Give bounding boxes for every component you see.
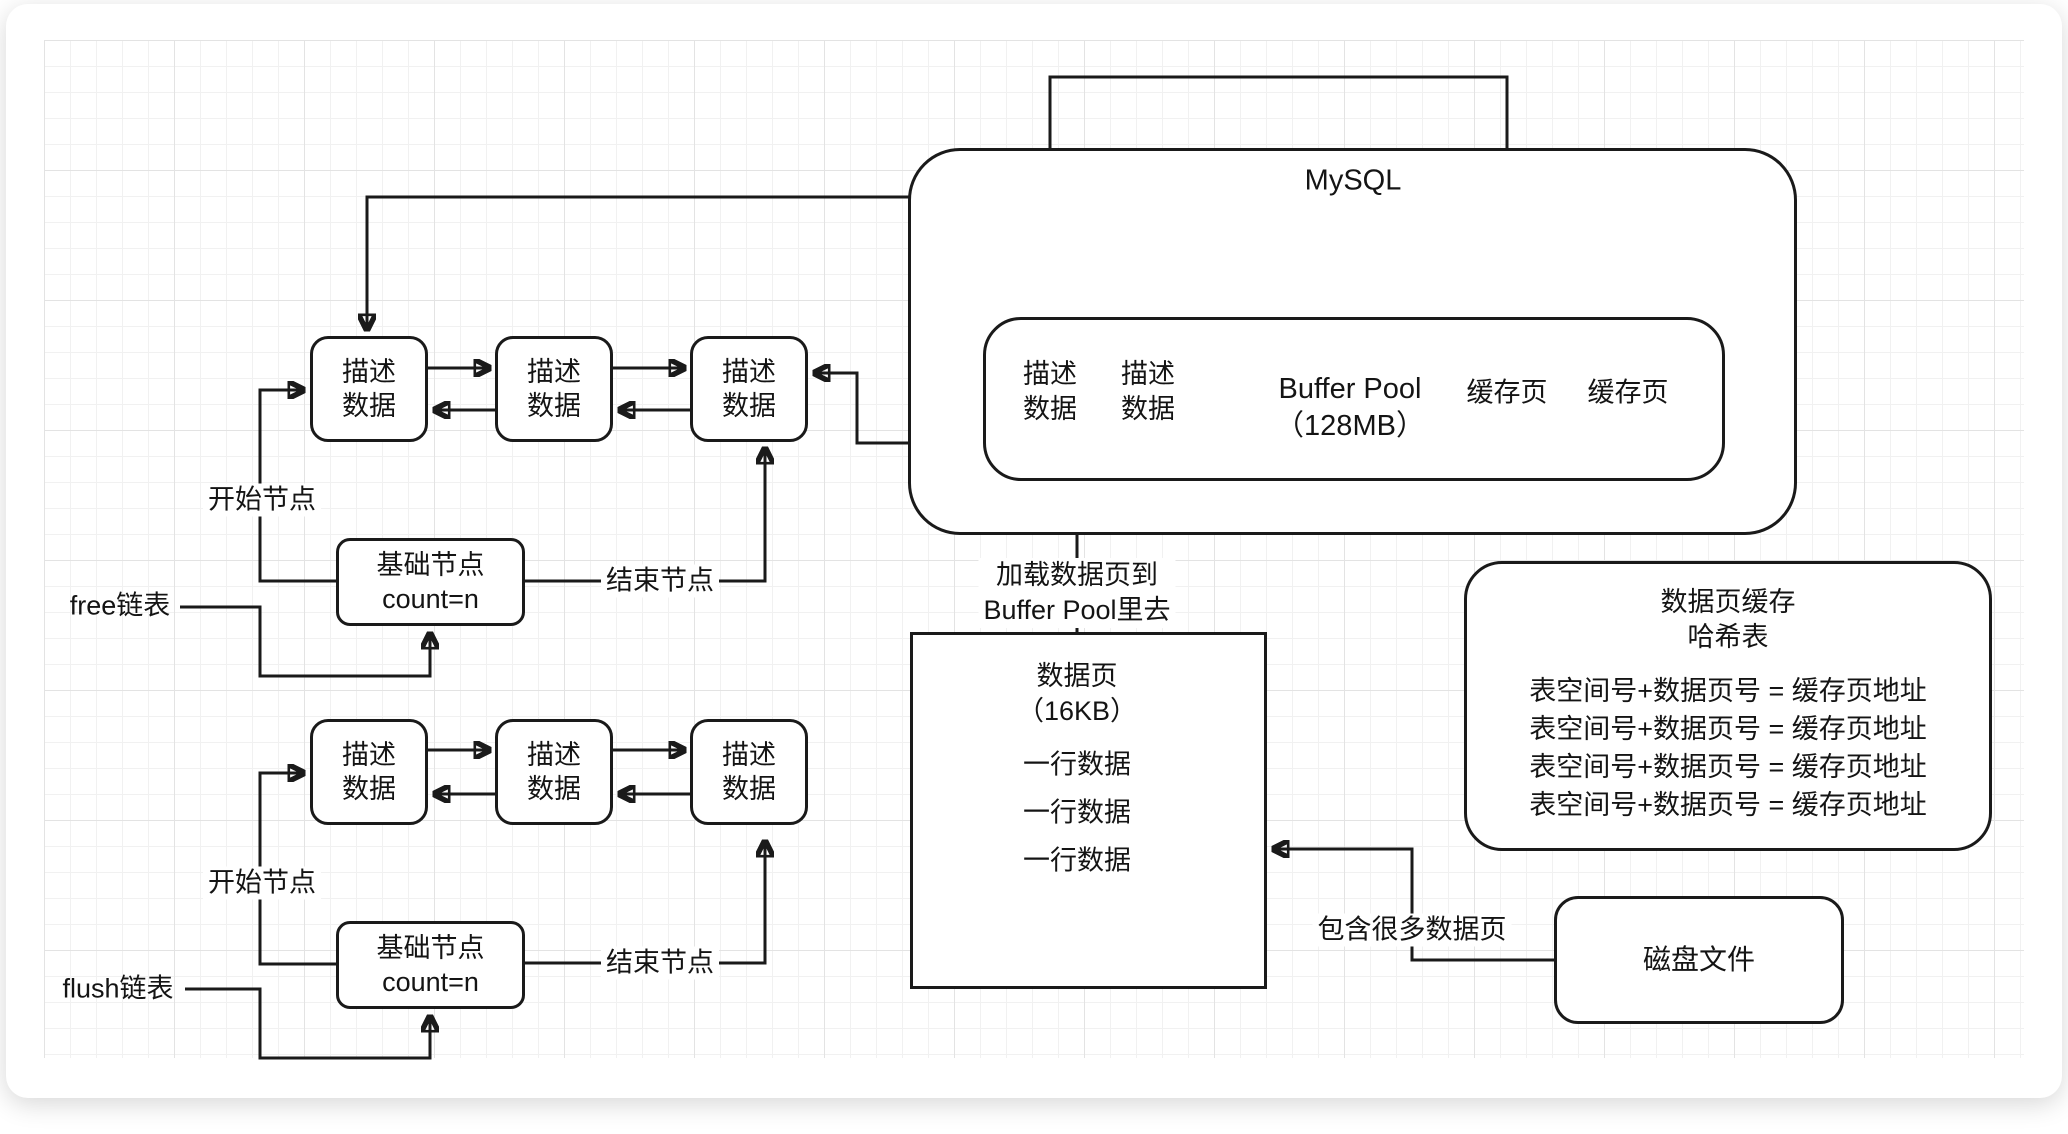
- bp-desc-node-1-line1: 描述: [1023, 359, 1077, 389]
- flush-base-node-line2: count=n: [382, 967, 479, 997]
- disk-file-label: 磁盘文件: [1642, 944, 1755, 975]
- flush-base-node-line1: 基础节点: [376, 933, 485, 963]
- free-chain-desc-node-2[interactable]: 描述 数据: [495, 336, 613, 442]
- hash-table-title-line1: 数据页缓存: [1660, 587, 1796, 617]
- disk-file-box[interactable]: 磁盘文件: [1554, 896, 1844, 1024]
- flush-chain-desc-node-1[interactable]: 描述 数据: [310, 719, 428, 825]
- data-page-row-2: 一行数据: [1023, 797, 1131, 828]
- flush-chain-desc-node-2-line2: 数据: [527, 774, 581, 804]
- hash-table-row-3: 表空间号+数据页号 = 缓存页地址: [1529, 752, 1927, 782]
- flush-chain-desc-node-3-line2: 数据: [722, 774, 776, 804]
- hash-table-box[interactable]: [1464, 561, 1992, 851]
- free-chain-desc-node-3-line1: 描述: [722, 357, 776, 387]
- flush-end-node-label: 结束节点: [601, 946, 719, 980]
- flush-start-node-label: 开始节点: [203, 866, 321, 900]
- hash-table-row-2: 表空间号+数据页号 = 缓存页地址: [1529, 714, 1927, 744]
- flush-chain-desc-node-1-line1: 描述: [342, 740, 396, 770]
- hash-table-title-line2: 哈希表: [1687, 622, 1769, 652]
- data-page-title: 数据页 （16KB）: [1017, 659, 1137, 729]
- free-chain-desc-node-2-line1: 描述: [527, 357, 581, 387]
- free-list-label: free链表: [69, 590, 171, 621]
- load-label-line1: 加载数据页到: [996, 560, 1158, 590]
- hash-table-rows: 表空间号+数据页号 = 缓存页地址 表空间号+数据页号 = 缓存页地址 表空间号…: [1529, 672, 1927, 824]
- load-to-bufferpool-label: 加载数据页到 Buffer Pool里去: [978, 558, 1176, 628]
- load-label-line2: Buffer Pool里去: [983, 595, 1171, 625]
- free-chain-desc-node-1-line1: 描述: [342, 357, 396, 387]
- flush-chain-desc-node-3[interactable]: 描述 数据: [690, 719, 808, 825]
- flush-chain-desc-node-1-line2: 数据: [342, 774, 396, 804]
- flush-chain-desc-node-3-line1: 描述: [722, 740, 776, 770]
- flush-chain-desc-node-2-line1: 描述: [527, 740, 581, 770]
- contains-many-pages-label: 包含很多数据页: [1312, 913, 1512, 947]
- hash-table-title: 数据页缓存 哈希表: [1661, 585, 1796, 655]
- edge-flush-list: [185, 987, 430, 1060]
- flush-chain-desc-node-2[interactable]: 描述 数据: [495, 719, 613, 825]
- free-chain-desc-node-3[interactable]: 描述 数据: [690, 336, 808, 442]
- free-chain-desc-node-1-line2: 数据: [342, 391, 396, 421]
- free-base-node[interactable]: 基础节点 count=n: [336, 538, 525, 626]
- edge-diskfile-to-datapage: [1277, 849, 1554, 962]
- buffer-pool-title-line2: （128MB）: [1275, 410, 1425, 442]
- hash-table-row-1: 表空间号+数据页号 = 缓存页地址: [1529, 676, 1927, 706]
- bp-desc-node-2-line1: 描述: [1121, 359, 1175, 389]
- hash-table-row-4: 表空间号+数据页号 = 缓存页地址: [1529, 790, 1927, 820]
- buffer-pool-title-line1: Buffer Pool: [1278, 373, 1422, 405]
- bp-desc-node-2-line2: 数据: [1121, 394, 1175, 424]
- data-page-title-line2: （16KB）: [1016, 696, 1138, 726]
- free-base-node-line2: count=n: [382, 584, 479, 614]
- edge-free-list: [180, 605, 430, 678]
- data-page-title-line1: 数据页: [1036, 661, 1118, 691]
- data-page-row-3: 一行数据: [1023, 845, 1131, 876]
- free-chain-desc-node-3-line2: 数据: [722, 391, 776, 421]
- buffer-pool-box[interactable]: [983, 317, 1725, 481]
- buffer-pool-title: Buffer Pool （128MB）: [1275, 371, 1425, 445]
- edge-bottom-end-node: [525, 845, 765, 965]
- free-start-node-label: 开始节点: [203, 483, 321, 517]
- free-end-node-label: 结束节点: [601, 564, 719, 598]
- data-page-box[interactable]: [910, 632, 1267, 989]
- bp-desc-node-2: 描述 数据: [1121, 357, 1175, 427]
- bp-desc-node-1-line2: 数据: [1023, 394, 1077, 424]
- flush-base-node[interactable]: 基础节点 count=n: [336, 921, 525, 1009]
- free-chain-desc-node-1[interactable]: 描述 数据: [310, 336, 428, 442]
- cache-page-2: 缓存页: [1587, 377, 1669, 408]
- free-base-node-line1: 基础节点: [376, 550, 485, 580]
- free-chain-desc-node-2-line2: 数据: [527, 391, 581, 421]
- edge-top-end-node: [525, 452, 765, 583]
- data-page-row-1: 一行数据: [1023, 749, 1131, 780]
- flush-list-label: flush链表: [62, 973, 174, 1004]
- bp-desc-node-1: 描述 数据: [1023, 357, 1077, 427]
- mysql-title: MySQL: [1304, 164, 1402, 197]
- cache-page-1: 缓存页: [1466, 377, 1548, 408]
